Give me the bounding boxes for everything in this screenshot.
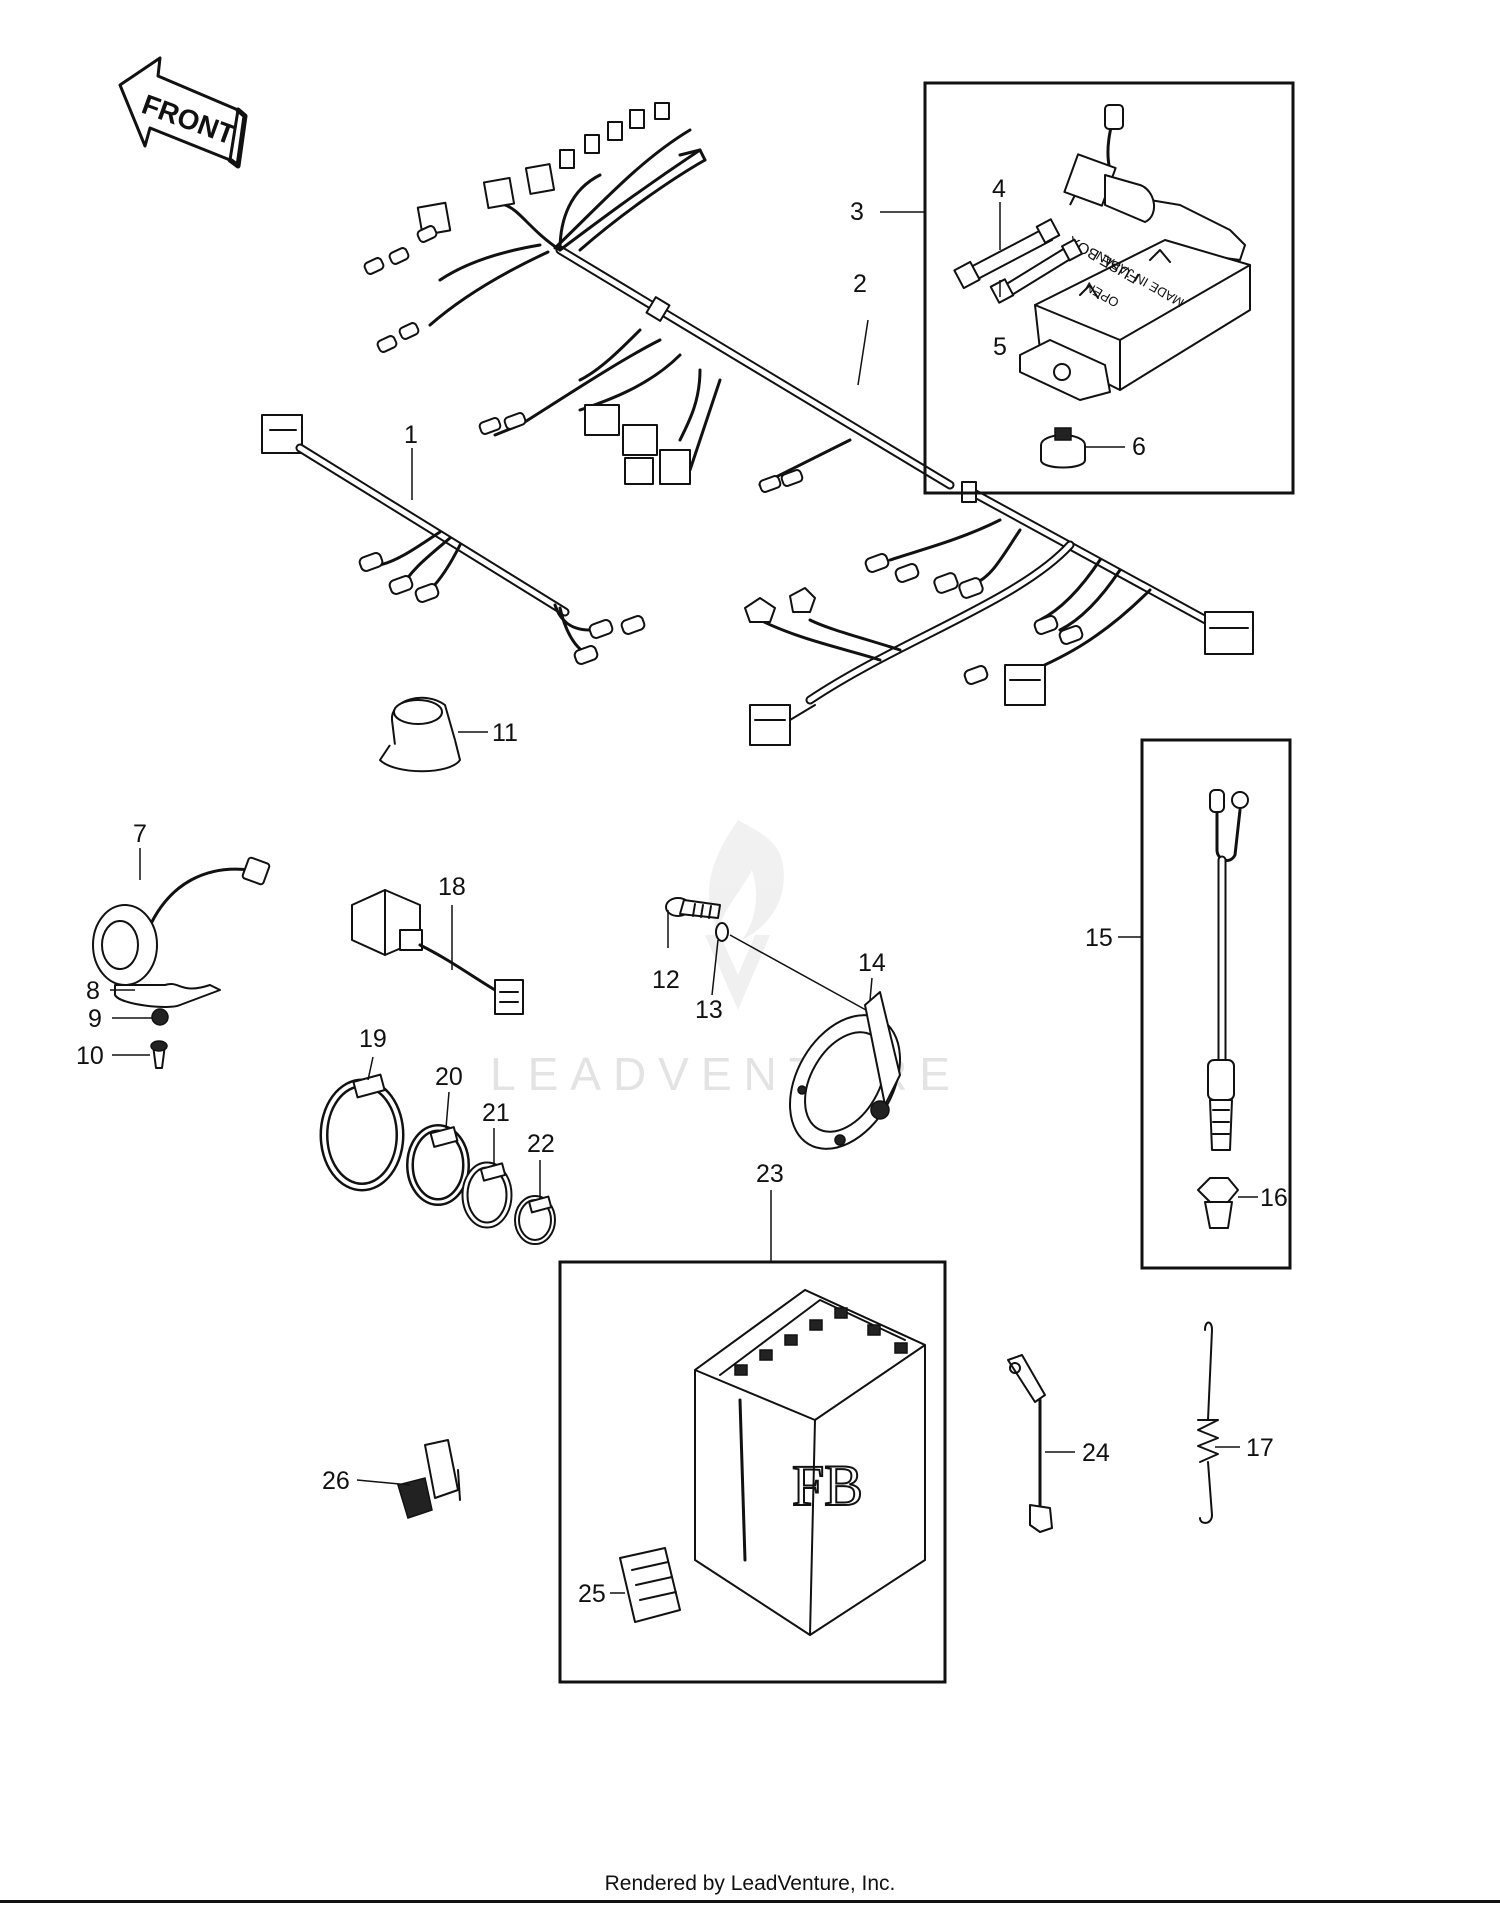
flasher-part <box>92 856 271 1069</box>
front-arrow-icon: FRONT <box>118 56 248 169</box>
callout-3: 3 <box>850 198 864 226</box>
callout-2: 2 <box>853 270 867 298</box>
callout-24: 24 <box>1082 1439 1110 1467</box>
rear-wiring-harness <box>744 481 1254 746</box>
callout-10: 10 <box>76 1042 104 1070</box>
relay-part <box>379 696 461 773</box>
callout-25: 25 <box>578 1580 606 1608</box>
callout-14: 14 <box>858 949 886 977</box>
callout-13: 13 <box>695 996 723 1024</box>
battery-frame <box>558 1260 947 1684</box>
callout-12: 12 <box>652 966 680 994</box>
battery-assembly: FB <box>558 1260 947 1684</box>
callout-20: 20 <box>435 1063 463 1091</box>
spring-part <box>1197 1321 1219 1524</box>
watermark-logo-icon <box>705 820 784 1010</box>
footer-credit: Rendered by LeadVenture, Inc. <box>604 1872 896 1895</box>
callout-8: 8 <box>86 977 100 1005</box>
switch-cable-frame <box>1140 738 1292 1270</box>
sub-wiring-harness <box>261 414 646 665</box>
main-wiring-harness <box>363 102 955 493</box>
callout-17: 17 <box>1246 1434 1274 1462</box>
cable-clamp-part <box>397 1439 461 1519</box>
fuse-box-frame <box>923 81 1295 495</box>
callout-7: 7 <box>133 820 147 848</box>
callout-15: 15 <box>1085 924 1113 952</box>
callout-22: 22 <box>527 1130 555 1158</box>
battery-brand-text: FB <box>792 1453 863 1518</box>
hose-clamp-bands <box>319 1073 556 1245</box>
switch-cable-assembly <box>1140 738 1292 1270</box>
fuse-box-assembly: FUSE BOX MADE IN JAPAN OPEN <box>923 81 1295 495</box>
callout-9: 9 <box>88 1005 102 1033</box>
callout-6: 6 <box>1132 433 1146 461</box>
footer-rule <box>0 1900 1500 1903</box>
callout-5: 5 <box>993 333 1007 361</box>
callout-16: 16 <box>1260 1184 1288 1212</box>
horn-assembly <box>665 897 901 1150</box>
callout-19: 19 <box>359 1025 387 1053</box>
callout-numbers: 1 2 3 4 5 6 7 8 9 10 11 12 13 14 15 16 1… <box>76 175 1288 1608</box>
leader-lines <box>110 202 1258 1594</box>
callout-18: 18 <box>438 873 466 901</box>
callout-1: 1 <box>404 421 418 449</box>
callout-21: 21 <box>482 1099 510 1127</box>
connector-lead-part <box>351 889 524 1015</box>
callout-23: 23 <box>756 1160 784 1188</box>
ground-strap-part <box>1007 1354 1053 1533</box>
callout-26: 26 <box>322 1467 350 1495</box>
callout-11: 11 <box>492 719 518 747</box>
callout-4: 4 <box>992 175 1006 203</box>
